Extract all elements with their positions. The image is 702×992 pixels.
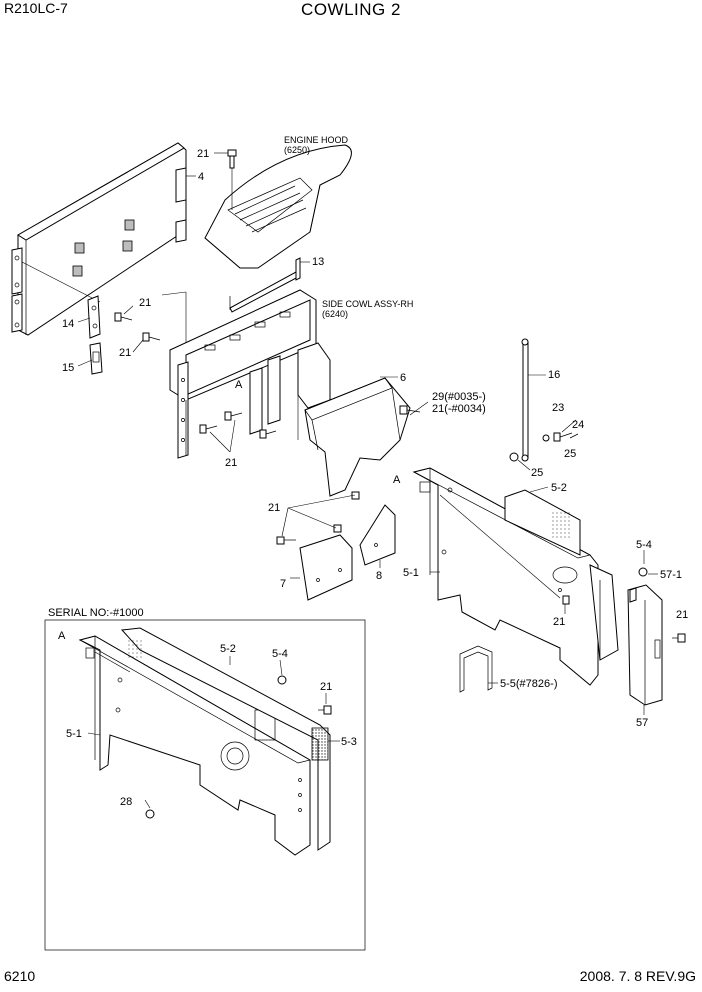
engine-hood-label: ENGINE HOOD <box>284 135 349 145</box>
callout-21-top: 21 <box>197 148 209 160</box>
inset-part-5-2-panel <box>120 627 331 851</box>
serial-inset-frame <box>44 619 366 951</box>
engine-hood-ref: (6250) <box>284 145 310 155</box>
callout-5-2-a: 5-2 <box>551 482 567 494</box>
callout-21-d: 21(-#0034) <box>432 403 486 415</box>
callout-16: 16 <box>548 369 560 381</box>
callout-5-5: 5-5(#7826-) <box>500 678 557 690</box>
serial-label: SERIAL NO:-#1000 <box>48 607 144 619</box>
callout-15: 15 <box>62 362 74 374</box>
part-5-5-seal <box>459 645 493 693</box>
part-15-clip <box>89 342 103 375</box>
callout-28: 28 <box>120 796 132 808</box>
bolt-29 <box>399 405 421 415</box>
revision-date: 2008. 7. 8 REV.9G <box>579 968 696 984</box>
callout-21-c: 21 <box>225 457 237 469</box>
callout-21-f: 21 <box>553 616 565 628</box>
part-5-3-bracket <box>589 564 619 661</box>
part-4-panel <box>11 142 187 415</box>
callout-25-a: 25 <box>564 448 576 460</box>
bolts-57-group <box>439 494 686 643</box>
callout-29: 29(#0035-) <box>432 391 486 403</box>
callout-57: 57 <box>636 717 648 729</box>
inset-bolts <box>94 651 332 819</box>
callout-7: 7 <box>280 578 286 590</box>
model-number: R210LC-7 <box>4 0 68 16</box>
callout-21-e: 21 <box>268 502 280 514</box>
bolt-21-top <box>227 149 237 210</box>
callout-24: 24 <box>572 419 584 431</box>
callout-A-3: A <box>58 630 66 642</box>
callout-A-2: A <box>393 474 401 486</box>
side-cowl-label: SIDE COWL ASSY-RH <box>322 299 413 309</box>
engine-hood <box>204 144 352 269</box>
callout-25-b: 25 <box>531 467 543 479</box>
note-labels: ENGINE HOOD (6250) SIDE COWL ASSY-RH (62… <box>48 135 413 619</box>
inset-part-5-3-pad <box>311 727 329 761</box>
inset-part-5-1-panel <box>78 635 311 856</box>
page-number: 6210 <box>4 968 36 984</box>
callout-21-a: 21 <box>139 297 151 309</box>
side-cowl-frame <box>169 289 331 459</box>
callout-6: 6 <box>400 372 406 384</box>
page-title: COWLING 2 <box>301 0 401 19</box>
part-13-seal <box>229 257 301 313</box>
parts-23-24-25 <box>509 432 579 462</box>
callout-5-2-b: 5-2 <box>220 643 236 655</box>
callout-57-1: 57-1 <box>660 569 682 581</box>
callout-14: 14 <box>62 318 74 330</box>
bolts-21-mid-group <box>276 491 360 545</box>
callout-23: 23 <box>552 402 564 414</box>
part-6-plate <box>304 377 411 497</box>
callout-5-3: 5-3 <box>341 736 357 748</box>
callout-8: 8 <box>376 570 382 582</box>
part-8-plate <box>359 504 396 566</box>
callout-5-1-b: 5-1 <box>66 728 82 740</box>
part-5-2-panel <box>504 489 581 556</box>
callout-5-4-b: 5-4 <box>272 648 288 660</box>
callout-13: 13 <box>312 256 324 268</box>
part-16-rod <box>521 338 546 462</box>
callout-21-b: 21 <box>119 347 131 359</box>
callout-labels: 21 4 13 21 14 21 15 A 21 6 29(#0035-) 21… <box>58 148 688 808</box>
callout-4: 4 <box>198 171 204 183</box>
side-cowl-ref: (6240) <box>322 309 348 319</box>
callout-21-g: 21 <box>676 609 688 621</box>
callout-5-4-a: 5-4 <box>636 539 652 551</box>
part-57-cover <box>627 584 663 706</box>
callout-21-h: 21 <box>320 681 332 693</box>
part-5-1-panel <box>412 467 599 686</box>
part-14-bracket <box>87 295 101 339</box>
part-7-plate <box>299 534 353 601</box>
bolts-21-left-group <box>114 312 277 453</box>
callout-5-1-a: 5-1 <box>403 567 419 579</box>
callout-A-1: A <box>235 379 243 391</box>
leader-lines <box>77 152 658 809</box>
